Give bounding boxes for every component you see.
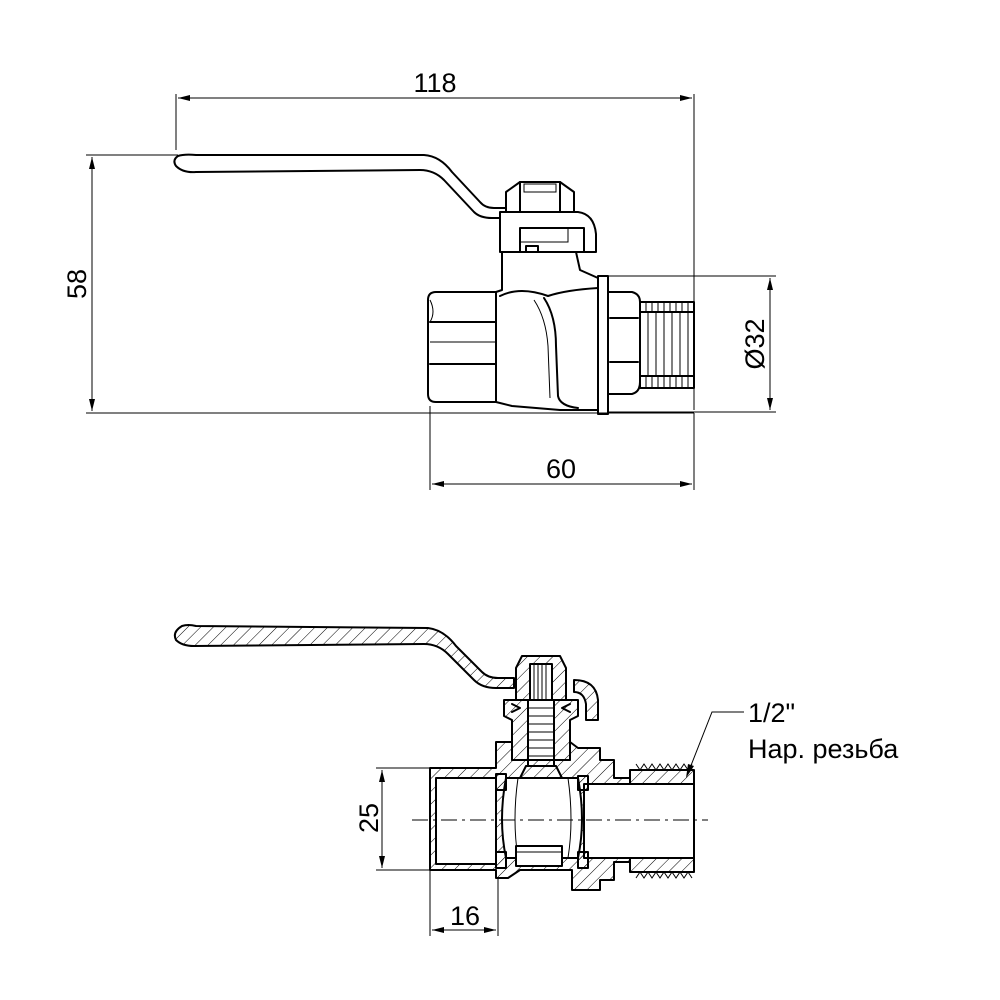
dim-diameter-nut: Ø32 xyxy=(740,318,770,369)
dim-inner-diameter: 25 xyxy=(354,803,384,833)
section-male-thread xyxy=(629,763,695,879)
flange xyxy=(597,275,609,415)
dimensions-top: 118 58 60 Ø32 xyxy=(62,68,776,490)
section-bore-right xyxy=(583,783,695,859)
male-hex-nut xyxy=(607,291,641,395)
valve-body xyxy=(495,251,599,411)
handle-lever xyxy=(173,153,509,219)
section-bore-left xyxy=(435,777,497,865)
male-thread xyxy=(639,301,695,389)
section-handle xyxy=(173,624,515,689)
female-hex-socket xyxy=(427,291,497,403)
dim-socket-depth: 16 xyxy=(450,901,480,931)
stem-nut xyxy=(505,181,575,213)
valve-section-view xyxy=(173,624,708,891)
thread-type-label: Нар. резьба xyxy=(748,734,899,764)
valve-side-view xyxy=(173,153,695,415)
dim-length-body: 60 xyxy=(546,454,576,484)
dim-height-total: 58 xyxy=(62,269,92,299)
dimensions-bottom: 25 16 xyxy=(354,767,499,936)
thread-size-label: 1/2" xyxy=(748,698,795,728)
dim-length-total: 118 xyxy=(413,68,456,98)
thread-callout: 1/2" Нар. резьба xyxy=(686,698,899,778)
handle-bracket xyxy=(499,211,597,253)
